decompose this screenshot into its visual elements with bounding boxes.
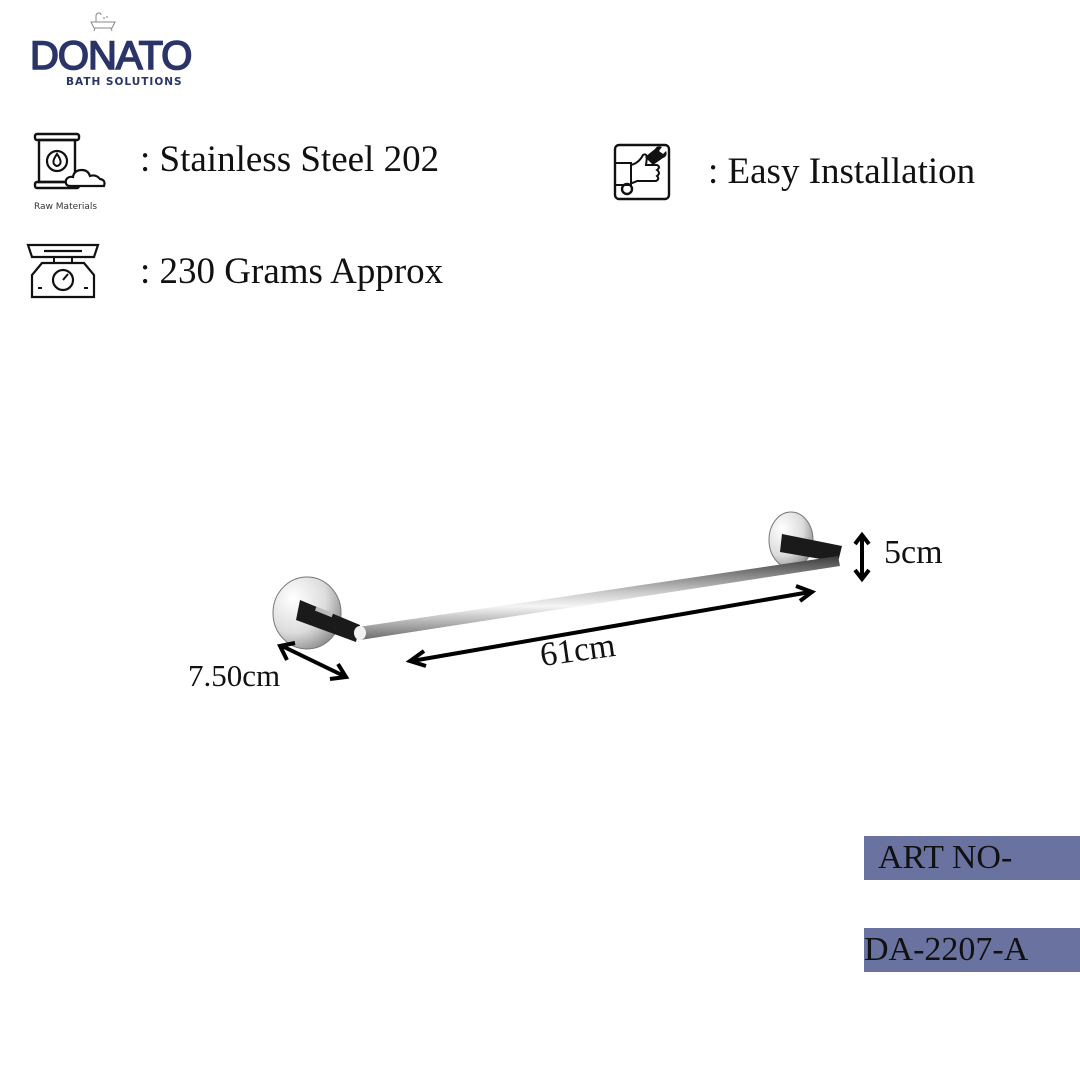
article-label-box: ART NO- xyxy=(864,836,1080,880)
brand-tagline: BATH SOLUTIONS xyxy=(66,76,183,88)
easy-installation-icon xyxy=(613,143,671,201)
article-number-box: DA-2207-A xyxy=(864,928,1080,972)
height-dimension-label: 5cm xyxy=(884,534,943,571)
brand-logo: DONATO BATH SOLUTIONS xyxy=(29,12,210,92)
raw-materials-caption: Raw Materials xyxy=(34,202,98,212)
brand-name: DONATO xyxy=(29,33,193,79)
towel-rod-image xyxy=(272,511,871,681)
depth-dimension-label: 7.50cm xyxy=(188,658,281,693)
article-number: DA-2207-A xyxy=(864,931,1029,968)
bathtub-icon xyxy=(90,12,116,32)
spec-material-text: : Stainless Steel 202 xyxy=(140,139,440,180)
raw-materials-icon xyxy=(33,132,106,190)
spec-raw-materials: Raw Materials xyxy=(30,132,110,212)
spec-weight-text: : 230 Grams Approx xyxy=(140,251,444,292)
weighing-scale-icon xyxy=(26,243,100,299)
spec-installation-text: : Easy Installation xyxy=(708,151,976,192)
article-label: ART NO- xyxy=(878,839,1013,876)
